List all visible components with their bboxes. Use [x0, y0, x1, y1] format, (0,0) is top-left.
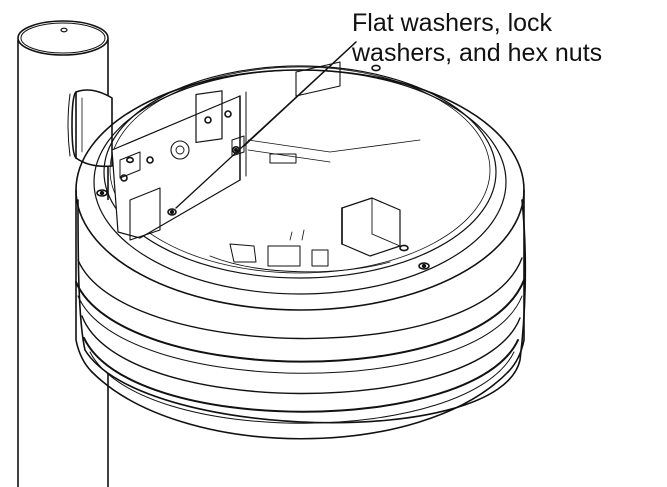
callout-label: Flat washers, lock washers, and hex nuts: [352, 8, 652, 68]
callout-leader-lines: [175, 41, 357, 209]
callout-line-1: Flat washers, lock: [352, 9, 553, 37]
fastener-icon: [96, 64, 430, 270]
callout-line-2: washers, and hex nuts: [352, 39, 603, 67]
mounting-bracket-icon: [111, 61, 421, 273]
housing-ring-icon: [75, 65, 527, 440]
tenon-arm-icon: [67, 89, 113, 168]
